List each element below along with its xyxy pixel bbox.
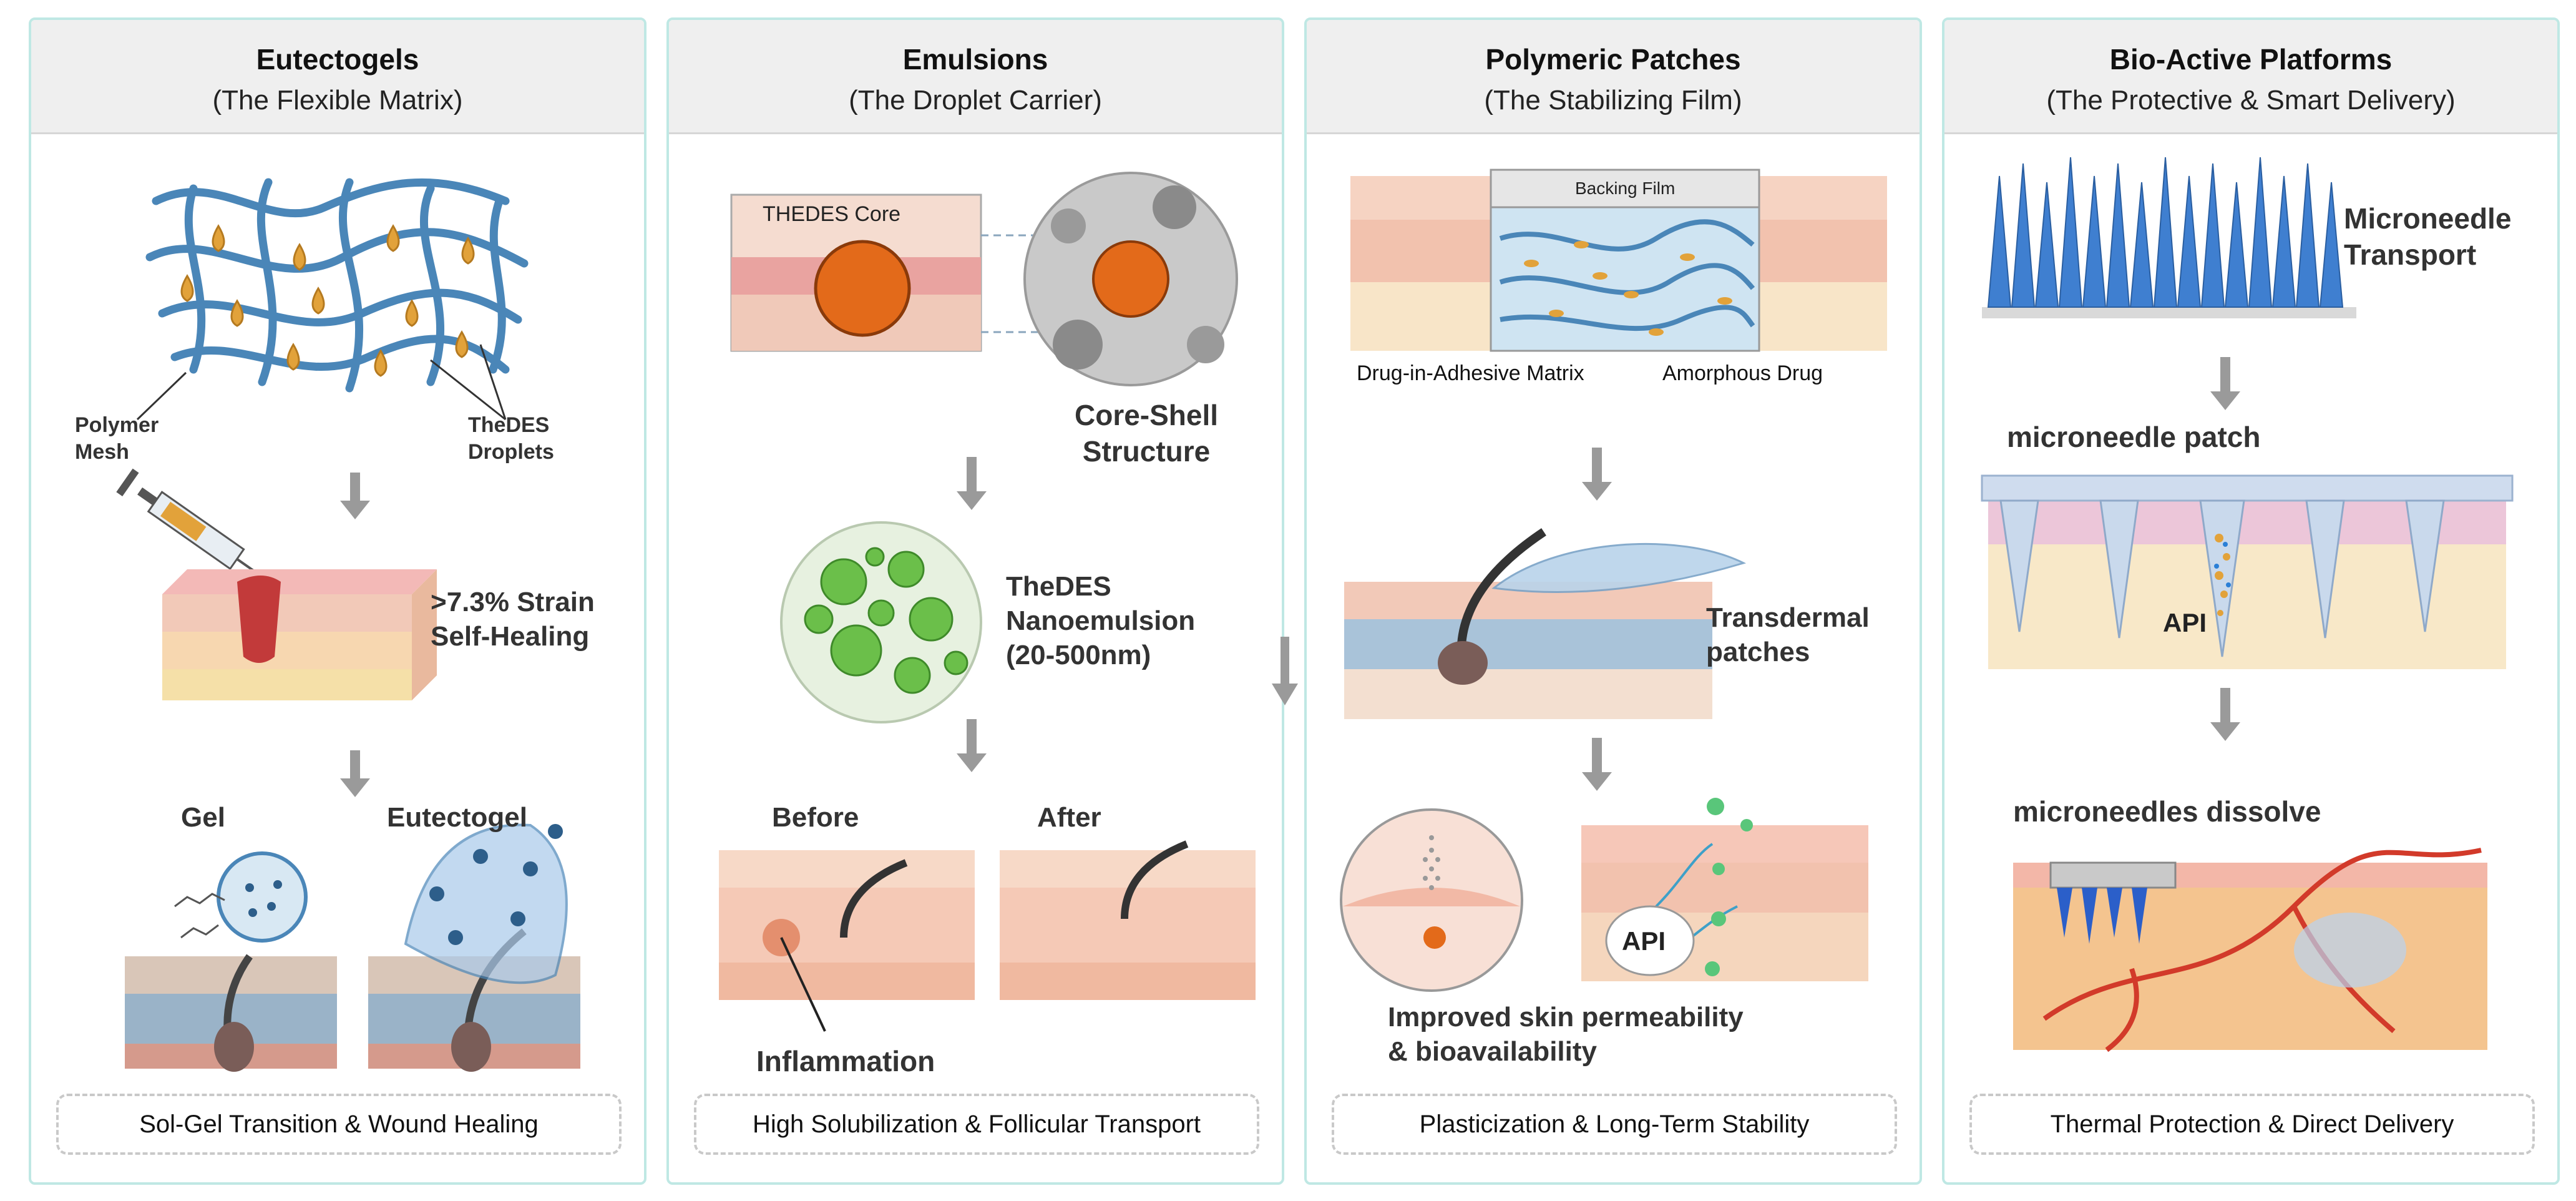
thedes-core-inset — [730, 194, 982, 352]
polymer-mesh-graphic — [145, 178, 529, 393]
syringe-icon — [116, 468, 269, 582]
before-skin-graphic — [719, 850, 975, 1032]
panel-footer: High Solubilization & Follicular Transpo… — [694, 1094, 1259, 1155]
nanoemulsion-graphic — [780, 521, 982, 723]
microneedle-dissolve-graphic — [2013, 848, 2487, 1052]
panel-title: Polymeric Patches — [1485, 43, 1741, 76]
panel-subtitle: (The Droplet Carrier) — [849, 85, 1102, 115]
eutectogel-skin-section — [368, 823, 580, 1072]
label-core-shell: Core-Shell Structure — [1075, 399, 1219, 468]
panel-title: Bio-Active Platforms — [2109, 43, 2393, 76]
down-arrow-icon — [1272, 637, 1298, 705]
gel-skin-section — [125, 851, 337, 1072]
emulsion-illustration — [719, 172, 1256, 1032]
skin-wound-graphic — [162, 569, 437, 700]
label-improved-permeability: Improved skin permeability & bioavailabi… — [1388, 1002, 1744, 1067]
panel-subtitle: (The Stabilizing Film) — [1484, 85, 1742, 115]
after-skin-graphic — [1000, 840, 1256, 1000]
label-nanoemulsion: TheDES Nanoemulsion (20-500nm) — [1006, 571, 1196, 670]
panel-bio-active-platforms: Bio-Active Platforms (The Protective & S… — [1942, 17, 2560, 1185]
panel-title: Eutectogels — [256, 43, 419, 76]
down-arrow-icon — [340, 750, 370, 797]
label-transdermal-patches: Transdermal patches — [1706, 602, 1870, 667]
label-microneedle-transport: Microneedle Transport — [2344, 202, 2512, 271]
label-microneedle-patch: microneedle patch — [2007, 421, 2261, 453]
panel-polymeric-patches: Polymeric Patches (The Stabilizing Film) — [1304, 17, 1922, 1185]
panel-header: Bio-Active Platforms (The Protective & S… — [1944, 20, 2557, 134]
label-thedes-droplets: TheDES Droplets — [468, 413, 554, 464]
panel-emulsions: Emulsions (The Droplet Carrier) — [666, 17, 1284, 1185]
down-arrow-icon — [957, 719, 987, 772]
label-drug-adhesive-matrix: Drug-in-Adhesive Matrix — [1357, 361, 1584, 385]
label-inflammation: Inflammation — [756, 1045, 935, 1077]
down-arrow-icon — [957, 457, 987, 510]
microneedle-illustration — [1981, 157, 2514, 1052]
panel-eutectogels: Eutectogels (The Flexible Matrix) — [29, 17, 646, 1185]
label-backing-film: Backing Film — [1575, 179, 1676, 198]
panel-header: Polymeric Patches (The Stabilizing Film) — [1307, 20, 1920, 134]
thedes-droplet-graphic — [180, 224, 475, 377]
down-arrow-icon — [340, 473, 370, 519]
panel-subtitle: (The Flexible Matrix) — [212, 85, 463, 115]
down-arrow-icon — [2210, 688, 2240, 741]
label-after: After — [1037, 802, 1101, 833]
down-arrow-icon — [1582, 738, 1612, 791]
label-eutectogel: Eutectogel — [387, 802, 527, 833]
label-before: Before — [772, 802, 859, 833]
panel-subtitle: (The Protective & Smart Delivery) — [2046, 85, 2456, 115]
panel-header: Eutectogels (The Flexible Matrix) — [31, 20, 644, 134]
label-thedes-core: THEDES Core — [763, 202, 901, 226]
panel-header: Emulsions (The Droplet Carrier) — [669, 20, 1282, 134]
label-api: API — [2163, 608, 2207, 637]
microneedle-patch-graphic — [1981, 474, 2514, 669]
down-arrow-icon — [1582, 448, 1612, 501]
core-shell-graphic — [1023, 172, 1238, 386]
label-strain-self-healing: >7.3% Strain Self-Healing — [431, 587, 595, 652]
eutectogel-illustration — [116, 178, 580, 1072]
drug-adhesive-patch-graphic — [1350, 169, 1887, 352]
microneedle-array-graphic — [1982, 157, 2356, 318]
patch-illustration — [1340, 169, 1887, 992]
api-skin-graphic — [1581, 798, 1868, 981]
label-gel: Gel — [181, 802, 225, 833]
permeation-zoom-graphic — [1340, 808, 1523, 992]
label-microneedles-dissolve: microneedles dissolve — [2013, 795, 2321, 828]
panel-footer: Plasticization & Long-Term Stability — [1332, 1094, 1897, 1155]
panel-footer: Sol-Gel Transition & Wound Healing — [56, 1094, 622, 1155]
label-amorphous-drug: Amorphous Drug — [1662, 361, 1823, 385]
label-polymer-mesh: Polymer Mesh — [75, 413, 159, 464]
transdermal-patch-graphic — [1344, 528, 1747, 719]
panel-title: Emulsions — [902, 43, 1048, 76]
label-api: API — [1622, 926, 1666, 956]
down-arrow-icon — [2210, 357, 2240, 410]
panel-footer: Thermal Protection & Direct Delivery — [1969, 1094, 2535, 1155]
